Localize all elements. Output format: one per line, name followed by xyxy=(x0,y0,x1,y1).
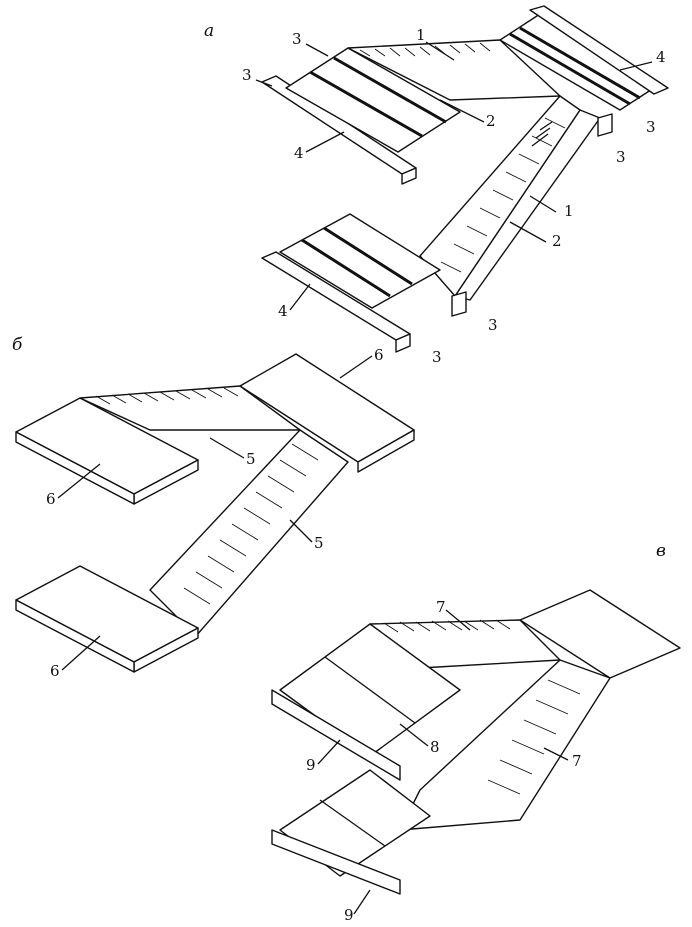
leader-lines xyxy=(57,41,653,915)
panel-a-staircase xyxy=(261,5,669,353)
stair-flight xyxy=(399,659,611,831)
landing-slab xyxy=(285,47,461,153)
label-5: 5 xyxy=(246,450,256,468)
label-2: 2 xyxy=(486,112,496,130)
label-3: 3 xyxy=(432,348,442,366)
label-1: 1 xyxy=(564,202,574,220)
landing-beam xyxy=(529,5,669,95)
panel-label-a: а xyxy=(204,21,214,41)
label-3: 3 xyxy=(488,316,498,334)
label-9: 9 xyxy=(344,906,354,924)
beam-end xyxy=(401,167,417,185)
label-8: 8 xyxy=(430,738,440,756)
stair-flight xyxy=(419,95,581,297)
slab-edge xyxy=(15,431,135,505)
label-3: 3 xyxy=(646,118,656,136)
label-2: 2 xyxy=(552,232,562,250)
landing-beam xyxy=(271,689,401,781)
label-3: 3 xyxy=(616,148,626,166)
label-4: 4 xyxy=(278,302,288,320)
label-6: 6 xyxy=(50,662,60,680)
label-7: 7 xyxy=(436,598,446,616)
label-7: 7 xyxy=(572,752,582,770)
panel-label-c: в xyxy=(656,541,666,561)
panel-c-staircase xyxy=(271,589,681,895)
label-5: 5 xyxy=(314,534,324,552)
label-6: 6 xyxy=(46,490,56,508)
label-4: 4 xyxy=(656,48,666,66)
label-9: 9 xyxy=(306,756,316,774)
landing-slab xyxy=(519,589,681,679)
slab-edge xyxy=(357,429,415,473)
label-6: 6 xyxy=(374,346,384,364)
landing-beam xyxy=(271,829,401,895)
label-3: 3 xyxy=(292,30,302,48)
label-1: 1 xyxy=(416,26,426,44)
landing-slab xyxy=(279,769,431,877)
label-3: 3 xyxy=(242,66,252,84)
label-4: 4 xyxy=(294,144,304,162)
panel-label-b: б xyxy=(12,335,23,355)
panel-b-staircase xyxy=(15,353,415,673)
landing-slab xyxy=(279,213,441,309)
beam-end xyxy=(395,333,411,353)
